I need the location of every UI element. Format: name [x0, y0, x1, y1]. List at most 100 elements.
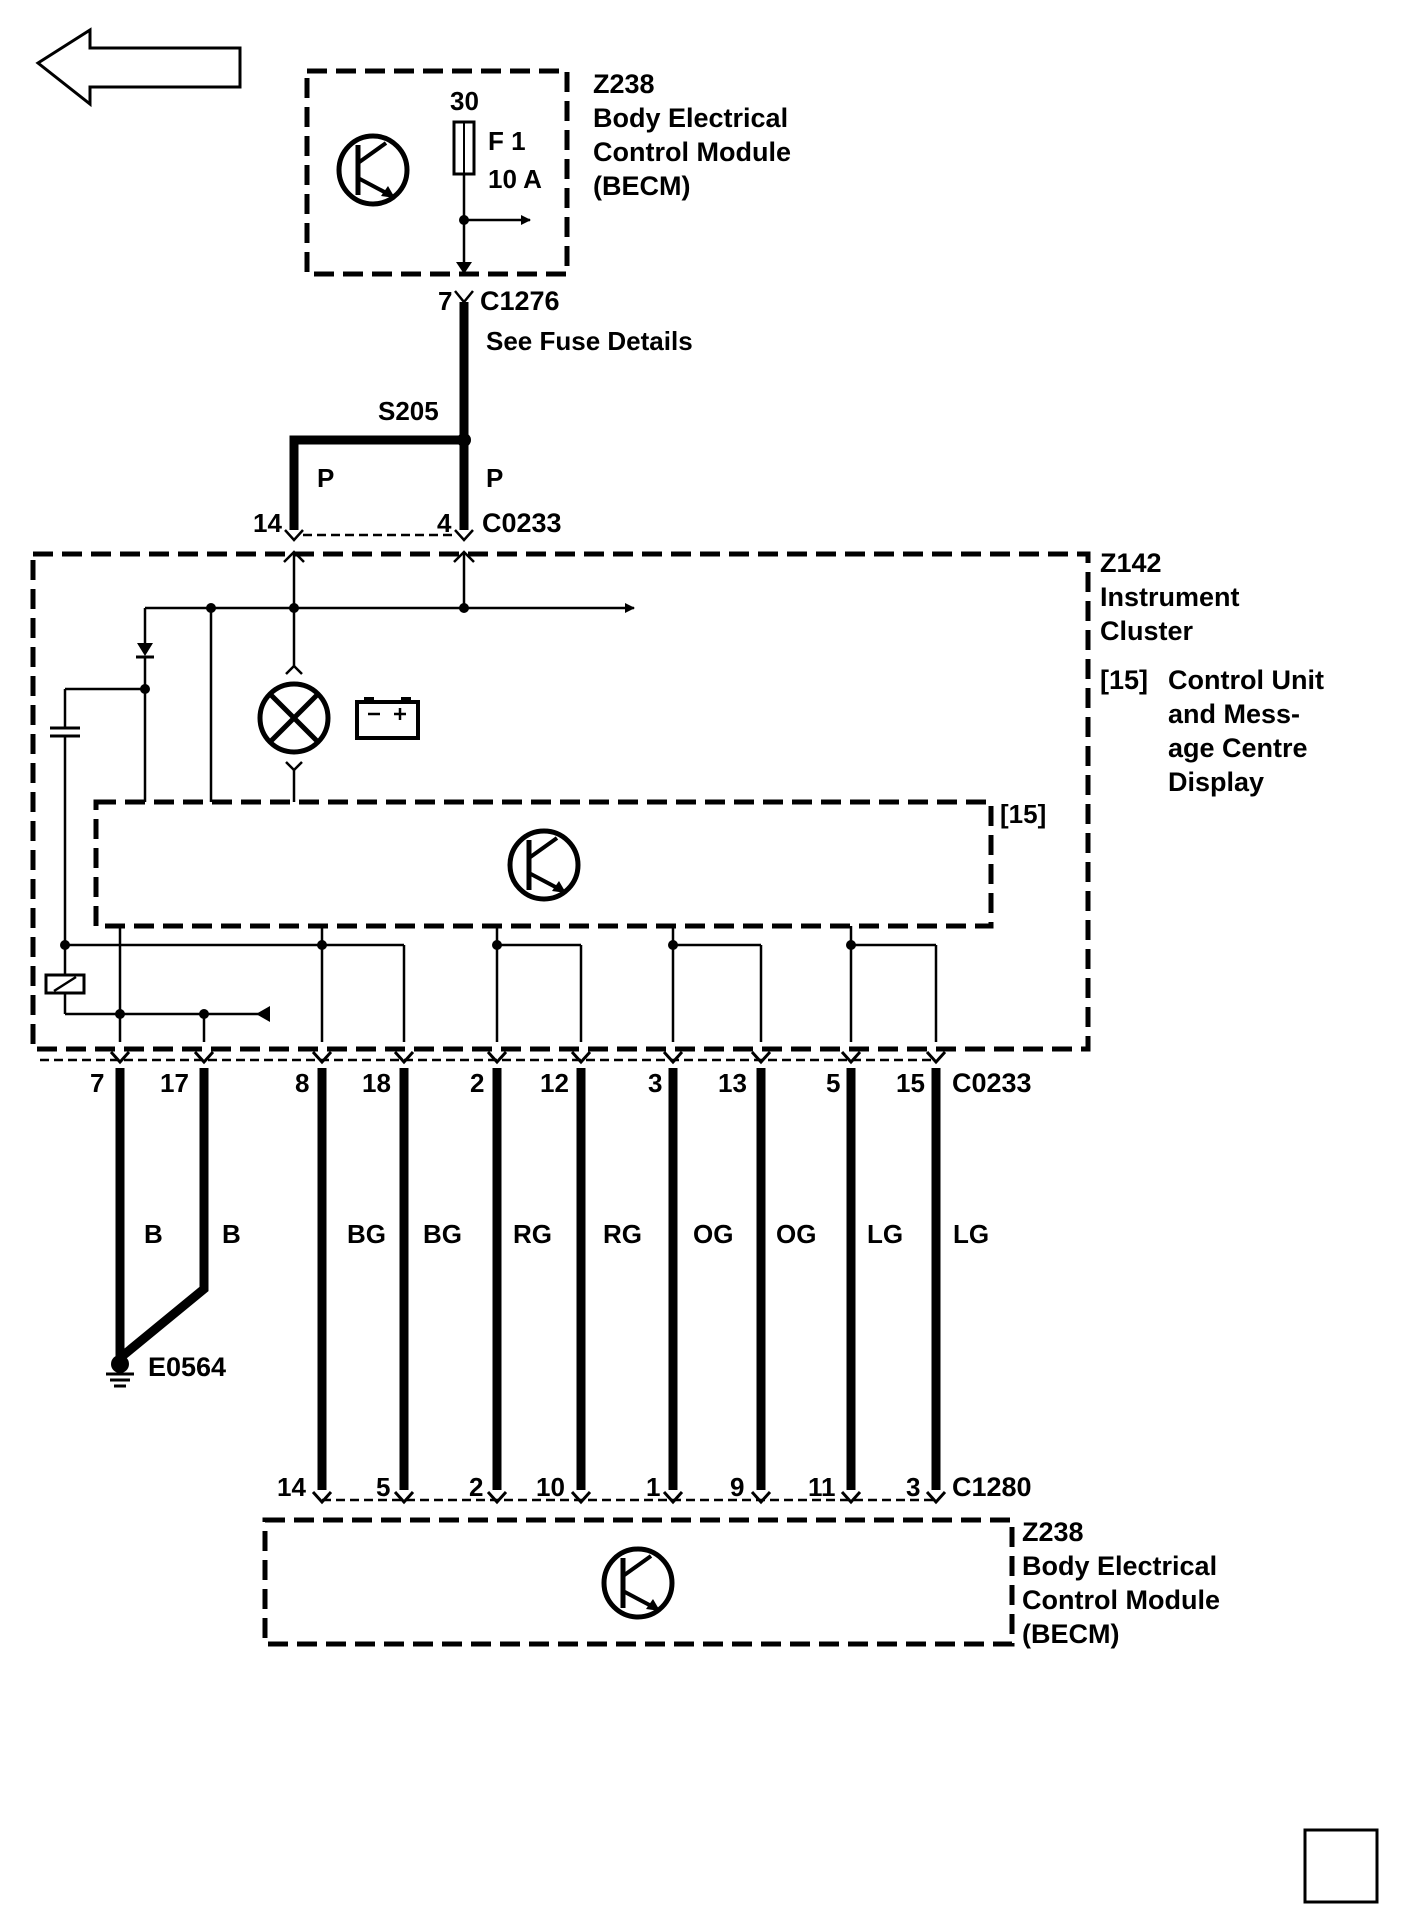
- c0233-top-name: C0233: [482, 508, 562, 538]
- becm-bottom-module: Z238 Body Electrical Control Module (BEC…: [262, 1517, 1220, 1649]
- c1280-pin-10: 10: [536, 1472, 565, 1502]
- becm-top-transistor-icon: [336, 133, 410, 207]
- cluster-name-line-2: Cluster: [1100, 616, 1194, 646]
- control-unit-transistor-icon: [507, 828, 581, 902]
- becm-bottom-name-line-1: Body Electrical: [1022, 1551, 1217, 1581]
- c0233-bottom-chevron: [393, 1050, 415, 1065]
- c0233-bottom-pin-17: 17: [160, 1068, 189, 1098]
- connector-c0233-top: 14 4 C0233: [253, 508, 562, 542]
- becm-top-ref: Z238: [593, 69, 655, 99]
- c0233-bottom-name: C0233: [952, 1068, 1032, 1098]
- wire-color-10: LG: [953, 1219, 989, 1249]
- ground-e0564: E0564: [106, 1352, 226, 1388]
- becm-top-name-line-2: Control Module: [593, 137, 791, 167]
- signal-pair-bg: [317, 926, 406, 1042]
- cluster-unit-line-1: Control Unit: [1168, 665, 1324, 695]
- control-unit-box: [15]: [93, 799, 1046, 929]
- c1280-chevron: [311, 1490, 333, 1505]
- c0233-bottom-pin-3: 3: [648, 1068, 662, 1098]
- feed-wire-right-color: P: [486, 463, 503, 493]
- relay-icon: [44, 940, 404, 1022]
- wire-color-3: BG: [347, 1219, 386, 1249]
- capacitor-icon: [50, 726, 80, 738]
- c0233-bottom-pin-12: 12: [540, 1068, 569, 1098]
- fuse-f1-icon: [452, 120, 476, 176]
- cluster-unit-tag: [15]: [1100, 665, 1148, 695]
- feed-wire-left-color: P: [317, 463, 334, 493]
- c1280-chevrons: [311, 1490, 947, 1505]
- cluster-unit-line-4: Display: [1168, 767, 1264, 797]
- c1280-chevron: [750, 1490, 772, 1505]
- c0233-bottom-chevron: [750, 1050, 772, 1065]
- c0233-bottom-chevron: [109, 1050, 131, 1065]
- back-arrow-icon[interactable]: [35, 27, 242, 108]
- wire-color-5: RG: [513, 1219, 552, 1249]
- ground-icon: [106, 1355, 134, 1388]
- becm-top-name-line-1: Body Electrical: [593, 103, 788, 133]
- c0233-bottom-chevron: [193, 1050, 215, 1065]
- connector-c1276: 7 C1276 See Fuse Details: [438, 286, 693, 440]
- c0233-bottom-chevron: [570, 1050, 592, 1065]
- ground-name: E0564: [148, 1352, 226, 1382]
- wire-color-4: BG: [423, 1219, 462, 1249]
- becm-bottom-name-line-3: (BECM): [1022, 1619, 1119, 1649]
- c0233-bottom-pin-5: 5: [826, 1068, 840, 1098]
- c0233-top-pin-14: 14: [253, 508, 282, 538]
- control-unit-box-tag: [15]: [1000, 799, 1046, 829]
- c1280-chevron: [840, 1490, 862, 1505]
- c1280-chevron: [486, 1490, 508, 1505]
- c1280-pin-3: 3: [906, 1472, 920, 1502]
- c1280-chevron: [393, 1490, 415, 1505]
- c1280-pin-5: 5: [376, 1472, 390, 1502]
- c0233-bottom-pin-18: 18: [362, 1068, 391, 1098]
- c1276-name: C1276: [480, 286, 560, 316]
- cluster-name-line-1: Instrument: [1100, 582, 1240, 612]
- fuse-rating: 10 A: [488, 164, 542, 194]
- harness-wires: B B BG BG RG RG OG OG LG LG: [115, 1068, 989, 1490]
- fuse-details-note: See Fuse Details: [486, 326, 693, 356]
- connector-c1280: 14 5 2 10 1 9 11 3 C1280: [277, 1472, 1032, 1505]
- c0233-bottom-chevron: [311, 1050, 333, 1065]
- c1280-pin-14: 14: [277, 1472, 306, 1502]
- c0233-bottom-pin-13: 13: [718, 1068, 747, 1098]
- wire-color-2: B: [222, 1219, 241, 1249]
- c1280-chevron: [662, 1490, 684, 1505]
- c0233-bottom-pin-8: 8: [295, 1068, 309, 1098]
- c1280-name: C1280: [952, 1472, 1032, 1502]
- c1280-chevron: [925, 1490, 947, 1505]
- cluster-unit-line-2: and Mess-: [1168, 699, 1300, 729]
- becm-fuse-pin: 30: [450, 86, 479, 116]
- wire-color-8: OG: [776, 1219, 816, 1249]
- c1276-pin: 7: [438, 286, 452, 316]
- c1280-pin-1: 1: [646, 1472, 660, 1502]
- wire-color-1: B: [144, 1219, 163, 1249]
- c0233-bottom-pin-2: 2: [470, 1068, 484, 1098]
- c0233-bottom-chevron: [840, 1050, 862, 1065]
- c0233-bottom-chevron: [925, 1050, 947, 1065]
- signal-pair-rg: [492, 926, 583, 1042]
- cluster-unit-line-3: age Centre: [1168, 733, 1308, 763]
- battery-icon: [355, 697, 420, 740]
- becm-top-module: 30 F 1 10 A Z238 Body Electrical Control…: [304, 68, 791, 277]
- page-corner-box[interactable]: [1303, 1828, 1379, 1904]
- instrument-cluster-module: Z142 Instrument Cluster [15] Control Uni…: [30, 548, 1324, 1052]
- c0233-bottom-pin-7: 7: [90, 1068, 104, 1098]
- c1280-pin-2: 2: [469, 1472, 483, 1502]
- c0233-bottom-chevrons: [109, 1050, 947, 1065]
- warning-lamp-icon: [257, 608, 331, 802]
- becm-top-name-line-3: (BECM): [593, 171, 690, 201]
- splice-name: S205: [378, 396, 439, 426]
- c1280-pin-9: 9: [730, 1472, 744, 1502]
- c0233-top-pin-4: 4: [437, 508, 452, 538]
- connector-c0233-bottom: 7 17 8 18 2 12 3 13 5 15 C0233: [40, 1050, 1032, 1098]
- splice-s205: S205 P P: [289, 396, 503, 530]
- fuse-id: F 1: [488, 126, 526, 156]
- signal-pair-og: [668, 926, 763, 1042]
- c0233-bottom-chevron: [486, 1050, 508, 1065]
- wire-color-9: LG: [867, 1219, 903, 1249]
- c1280-pin-11: 11: [808, 1472, 836, 1502]
- c1280-chevron: [570, 1490, 592, 1505]
- becm-bottom-transistor-icon: [601, 1546, 675, 1620]
- signal-pair-lg: [846, 926, 938, 1042]
